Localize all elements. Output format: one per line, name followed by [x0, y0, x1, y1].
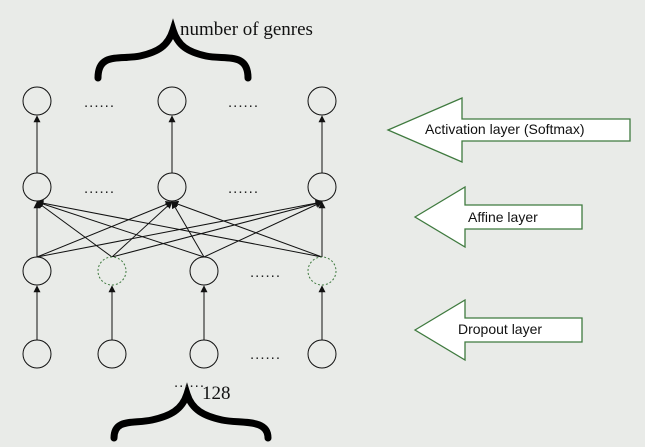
ellipsis-below-input: ...... — [174, 374, 206, 391]
ellipsis-affine-left: ...... — [84, 180, 116, 197]
affine-neuron — [22, 172, 52, 202]
input-neuron — [189, 339, 219, 369]
dropout-to-affine-edge — [203, 201, 323, 258]
dropout-neuron — [97, 256, 127, 286]
dropout-neuron — [22, 256, 52, 286]
input-neuron — [307, 339, 337, 369]
dropout-neuron — [189, 256, 219, 286]
top-brace-label: number of genres — [180, 19, 313, 40]
dropout-to-affine-edge — [111, 201, 173, 258]
affine-layer-label: Affine layer — [468, 209, 538, 225]
dropout-to-affine-edge — [36, 201, 113, 258]
dropout-layer-label: Dropout layer — [458, 321, 543, 337]
dropout-neuron — [307, 256, 337, 286]
bottom-brace — [110, 382, 272, 442]
input-neuron — [97, 339, 127, 369]
dropout-to-affine-edge — [36, 201, 173, 258]
output-neuron — [22, 86, 52, 116]
output-neuron — [307, 86, 337, 116]
activation-layer-arrow — [386, 97, 631, 163]
affine-neuron — [307, 172, 337, 202]
neurons — [22, 86, 337, 369]
affine-neuron — [157, 172, 187, 202]
top-brace — [94, 18, 252, 82]
ellipsis-input: ...... — [250, 346, 282, 363]
dropout-to-affine-edge — [36, 199, 323, 258]
connections — [33, 115, 326, 340]
ellipsis-dropout: ...... — [250, 264, 282, 281]
ellipsis-affine-right: ...... — [228, 180, 260, 197]
activation-layer-label: Activation layer (Softmax) — [425, 121, 585, 137]
ellipsis-output-left: ...... — [84, 94, 116, 111]
dropout-layer-arrow — [413, 298, 583, 362]
dropout-to-affine-edge — [171, 201, 205, 258]
dropout-to-affine-edge — [36, 200, 205, 258]
dropout-to-affine-edge — [171, 200, 323, 258]
output-neuron — [157, 86, 187, 116]
dropout-to-affine-edge — [111, 200, 323, 258]
affine-layer-arrow — [413, 185, 583, 249]
input-neuron — [22, 339, 52, 369]
ellipsis-output-right: ...... — [228, 94, 260, 111]
bottom-brace-label: 128 — [202, 383, 231, 404]
